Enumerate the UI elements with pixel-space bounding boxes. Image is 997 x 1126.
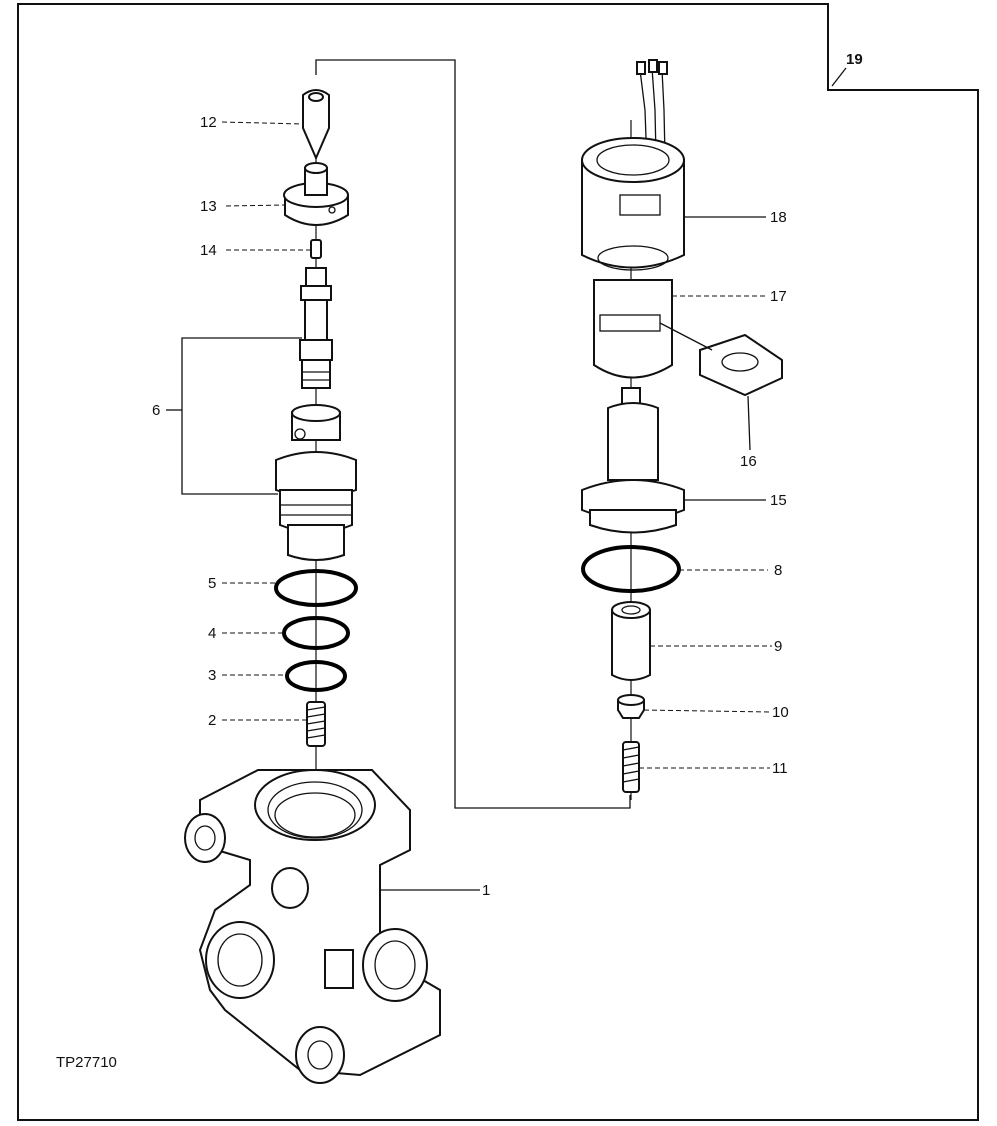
part-4-o-ring xyxy=(282,616,350,650)
part-8-o-ring xyxy=(581,545,681,593)
callout-15: 15 xyxy=(770,492,787,509)
callout-18: 18 xyxy=(770,209,787,226)
callout-14: 14 xyxy=(200,242,217,259)
callout-3: 3 xyxy=(208,667,216,684)
part-10-poppet xyxy=(617,694,645,719)
part-5-o-ring xyxy=(274,569,358,607)
part-11-spring xyxy=(622,741,640,793)
part-9-sleeve xyxy=(611,601,651,681)
sheet-border xyxy=(17,3,979,1121)
part-6-spool xyxy=(299,267,333,389)
part-13-flange xyxy=(283,162,349,226)
callout-10: 10 xyxy=(772,704,789,721)
part-15-stem xyxy=(581,387,685,534)
part-18-coil-cap xyxy=(581,137,685,271)
callout-1: 1 xyxy=(482,882,490,899)
callout-13: 13 xyxy=(200,198,217,215)
callout-2: 2 xyxy=(208,712,216,729)
callout-11: 11 xyxy=(772,760,788,777)
callout-8: 8 xyxy=(774,562,782,579)
callout-6: 6 xyxy=(152,402,160,419)
part-12-pilot-cone xyxy=(302,89,330,161)
part-17-solenoid xyxy=(593,279,673,379)
part-2-spring xyxy=(306,701,326,747)
part-3-o-ring xyxy=(285,660,347,692)
part-14-pin xyxy=(310,239,322,259)
part-6-sleeve xyxy=(275,404,357,561)
callout-17: 17 xyxy=(770,288,787,305)
callout-9: 9 xyxy=(774,638,782,655)
callout-5: 5 xyxy=(208,575,216,592)
sheet-reference-19: 19 xyxy=(846,51,863,68)
callout-4: 4 xyxy=(208,625,216,642)
callout-16: 16 xyxy=(740,453,757,470)
assembly-connector-line xyxy=(315,59,631,809)
part-1-valve-body xyxy=(184,769,441,1084)
part-16-washer xyxy=(659,322,783,397)
figure-code: TP27710 xyxy=(56,1054,117,1071)
callout-12: 12 xyxy=(200,114,217,131)
leader-lines xyxy=(166,67,847,891)
